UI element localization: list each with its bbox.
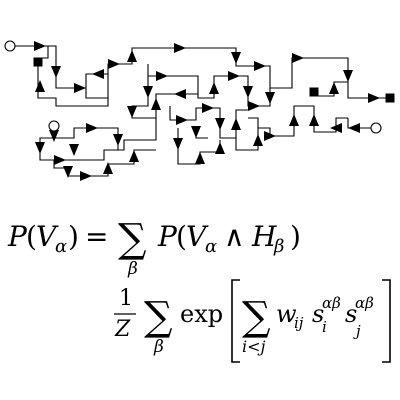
arrow-head-icon bbox=[329, 82, 339, 94]
arrow-head-icon bbox=[51, 66, 61, 78]
arrow-head-icon bbox=[264, 131, 276, 141]
arrow-head-icon bbox=[289, 114, 299, 126]
arrow-head-icon bbox=[202, 103, 214, 113]
formula-close2: ) bbox=[290, 220, 301, 253]
formula-open1: ( bbox=[26, 220, 37, 253]
formula-ij: i<j bbox=[242, 337, 266, 356]
arrow-head-icon bbox=[103, 162, 113, 174]
formula-and: ∧ bbox=[224, 220, 245, 253]
path-segment bbox=[85, 73, 108, 88]
open-circle-terminal-icon bbox=[4, 40, 16, 52]
formula-si: i bbox=[322, 318, 327, 336]
arrow-head-icon bbox=[368, 93, 380, 103]
formula-sj: j bbox=[353, 322, 361, 340]
formula-close1: ) bbox=[68, 220, 79, 253]
arrow-head-icon bbox=[49, 130, 59, 142]
arrow-head-icon bbox=[248, 101, 260, 111]
formula-alpha1: α bbox=[55, 236, 67, 257]
arrow-head-icon bbox=[215, 142, 225, 154]
arrow-head-icon bbox=[330, 123, 342, 133]
arrow-head-icon bbox=[195, 152, 205, 164]
right-bracket bbox=[382, 279, 391, 363]
arrow-head-icon bbox=[127, 50, 137, 62]
formula-s1: s bbox=[312, 300, 324, 328]
arrow-head-icon bbox=[254, 61, 266, 71]
formula-eq1: = bbox=[85, 220, 108, 253]
formula-ab1: αβ bbox=[322, 294, 341, 312]
filled-square-terminal-icon bbox=[33, 57, 43, 67]
arrow-head-icon bbox=[86, 123, 98, 133]
arrow-head-icon bbox=[69, 144, 79, 156]
formula-alpha2: α bbox=[205, 236, 217, 257]
arrow-head-icon bbox=[34, 41, 46, 51]
arrow-head-icon bbox=[54, 155, 66, 165]
formula-ab2: αβ bbox=[355, 294, 374, 312]
formula-s2: s bbox=[345, 300, 357, 328]
formula-sum1: ∑ bbox=[118, 216, 147, 262]
arrow-head-icon bbox=[63, 166, 73, 178]
formula-beta3: β bbox=[153, 337, 164, 357]
arrow-head-icon bbox=[243, 86, 253, 98]
arrow-head-icon bbox=[35, 142, 45, 154]
filled-square-terminal-icon bbox=[385, 93, 395, 103]
arrow-head-icon bbox=[129, 150, 139, 162]
left-bracket bbox=[231, 279, 240, 363]
arrow-head-icon bbox=[108, 59, 120, 69]
formula-h: H bbox=[251, 220, 277, 253]
path-segment bbox=[147, 64, 271, 107]
path-segment bbox=[235, 105, 348, 151]
formula-v2: V bbox=[186, 220, 209, 253]
open-circle-terminal-icon bbox=[370, 122, 382, 134]
arrow-head-icon bbox=[292, 53, 304, 63]
formula-one: 1 bbox=[119, 286, 133, 311]
formula: P ( V α ) = ∑ β P ( V α ∧ H β ) 1 Z ∑ β … bbox=[7, 216, 391, 363]
arrow-head-icon bbox=[156, 71, 168, 81]
arrow-head-icon bbox=[191, 126, 201, 138]
filled-square-terminal-icon bbox=[309, 87, 319, 97]
arrow-head-icon bbox=[253, 134, 263, 146]
formula-sum3: ∑ bbox=[242, 294, 271, 340]
arrow-head-icon bbox=[151, 98, 161, 110]
arrow-head-icon bbox=[209, 82, 219, 94]
arrow-head-icon bbox=[173, 138, 183, 150]
arrow-head-icon bbox=[231, 52, 241, 64]
formula-beta2: β bbox=[273, 236, 284, 257]
arrow-head-icon bbox=[113, 134, 123, 146]
path-segment bbox=[10, 45, 49, 59]
arrow-head-icon bbox=[143, 86, 153, 98]
arrow-head-icon bbox=[265, 92, 275, 104]
arrow-head-icon bbox=[343, 70, 353, 82]
arrow-head-icon bbox=[348, 123, 360, 133]
formula-z: Z bbox=[114, 317, 131, 342]
open-circle-terminal-icon bbox=[48, 120, 60, 132]
arrow-head-icon bbox=[35, 80, 45, 92]
arrow-head-icon bbox=[215, 118, 225, 130]
arrow-head-icon bbox=[228, 71, 240, 81]
formula-p2: P bbox=[157, 220, 178, 253]
arrow-head-icon bbox=[74, 83, 86, 93]
formula-open2: ( bbox=[176, 220, 187, 253]
arrow-head-icon bbox=[176, 115, 188, 125]
formula-beta1: β bbox=[127, 259, 138, 279]
arrow-head-icon bbox=[174, 43, 186, 53]
terminals bbox=[4, 40, 395, 134]
path-segment bbox=[118, 118, 157, 151]
path-segment bbox=[131, 76, 198, 119]
arrow-head-icon bbox=[80, 171, 92, 181]
arrow-head-icon bbox=[174, 89, 186, 99]
formula-p1: P bbox=[7, 220, 28, 253]
formula-v1: V bbox=[36, 220, 59, 253]
arrow-head-icon bbox=[127, 106, 137, 118]
path-segment bbox=[248, 117, 259, 128]
formula-w: w bbox=[276, 300, 297, 328]
arrow-head-icon bbox=[309, 114, 319, 126]
formula-wij: ij bbox=[294, 314, 304, 332]
arrow-head-icon bbox=[231, 118, 241, 130]
arrow-heads bbox=[34, 41, 380, 181]
formula-sum2: ∑ bbox=[144, 294, 173, 340]
formula-exp: exp bbox=[180, 300, 223, 328]
arrow-head-icon bbox=[92, 69, 104, 79]
path-segment bbox=[37, 58, 109, 107]
